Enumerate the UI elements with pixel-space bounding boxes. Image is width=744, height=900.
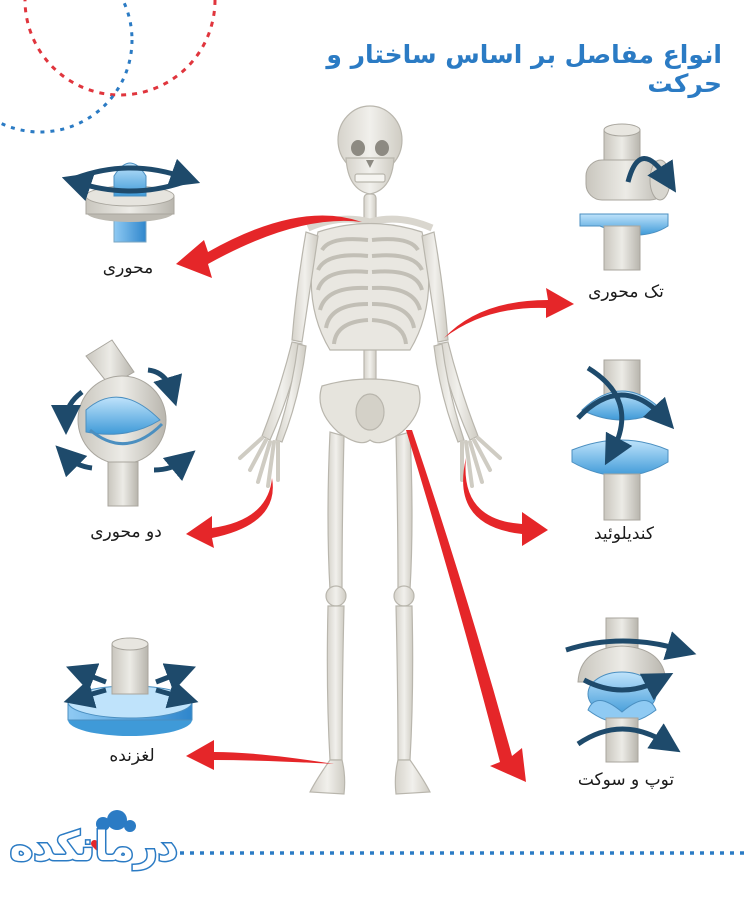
logo-text: درمانکده: [8, 823, 179, 872]
condyloid-joint-icon: [571, 359, 675, 521]
connector-arrows: [176, 215, 574, 782]
hinge-joint-icon: [579, 123, 677, 271]
label-gliding: لغزنده: [109, 746, 155, 766]
pivot-joint-icon: [61, 158, 201, 243]
page-title: انواع مفاصل بر اساس ساختار و حرکت: [326, 40, 722, 98]
skeleton-figure: [238, 105, 502, 795]
saddle-joint-icon: [51, 339, 196, 507]
gliding-joint-icon: [63, 637, 199, 736]
label-condyloid: کندیلوئید: [593, 524, 655, 544]
ball-socket-joint-icon: [565, 617, 697, 763]
label-ball-socket: توپ و سوکت: [577, 770, 675, 790]
logo-mark: [90, 810, 136, 851]
label-saddle: دو محوری: [90, 522, 162, 542]
decorative-circles: [0, 0, 217, 134]
label-hinge: تک محوری: [588, 282, 664, 302]
label-pivot: محوری: [102, 258, 154, 278]
